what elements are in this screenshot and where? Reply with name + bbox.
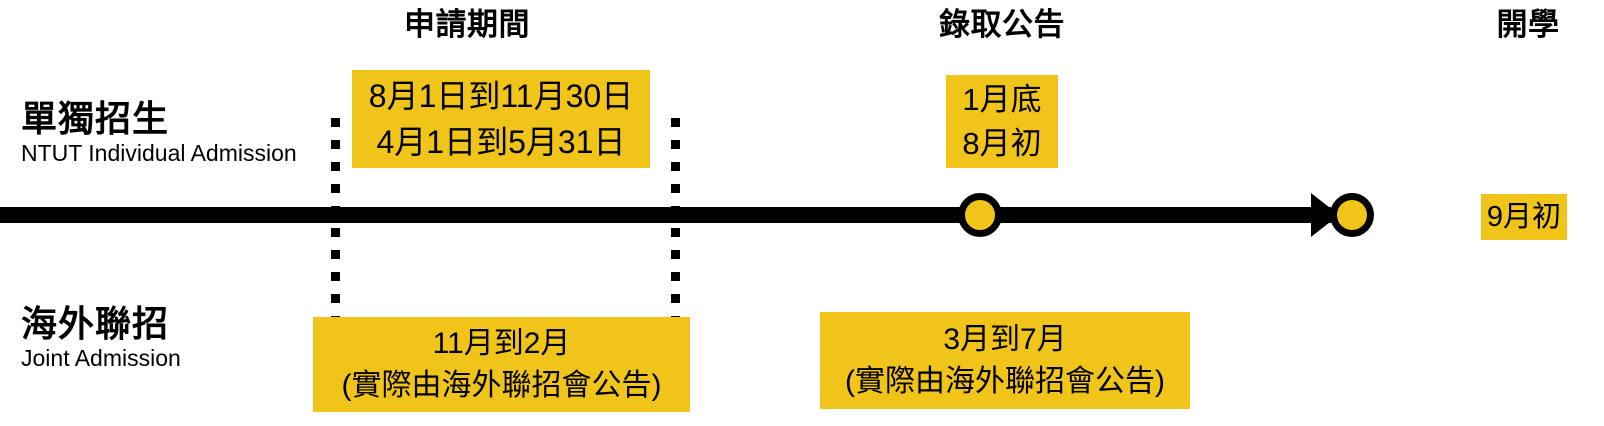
callout-line-2: (實際由海外聯招會公告) bbox=[341, 368, 662, 402]
column-header-admission-announcement: 錄取公告 bbox=[939, 7, 1065, 42]
column-header-application-period: 申請期間 bbox=[404, 7, 530, 42]
milestone-marker-admission-announcement bbox=[958, 193, 1002, 237]
row-label-individual-en: NTUT Individual Admission bbox=[21, 140, 297, 166]
callout-line-2: (實際由海外聯招會公告) bbox=[845, 364, 1165, 398]
callout-joint-announcement: 3月到7月 (實際由海外聯招會公告) bbox=[820, 312, 1190, 409]
row-label-joint-en: Joint Admission bbox=[21, 345, 181, 371]
row-label-joint-zh: 海外聯招 bbox=[21, 303, 170, 344]
callout-line-1: 3月到7月 bbox=[943, 322, 1067, 356]
column-header-school-start: 開學 bbox=[1496, 7, 1560, 42]
timeline-axis-line bbox=[0, 207, 1331, 223]
callout-joint-application-period: 11月到2月 (實際由海外聯招會公告) bbox=[313, 317, 690, 412]
callout-line-2: 4月1日到5月31日 bbox=[376, 124, 626, 160]
row-label-individual-zh: 單獨招生 bbox=[21, 98, 170, 139]
callout-line-1: 11月到2月 bbox=[432, 326, 571, 360]
row-label-individual-admission: 單獨招生 NTUT Individual Admission bbox=[21, 98, 297, 167]
callout-school-start: 9月初 bbox=[1481, 194, 1567, 240]
period-guide-end-dotted-line bbox=[671, 118, 680, 328]
callout-line-1: 9月初 bbox=[1486, 201, 1562, 233]
callout-line-1: 8月1日到11月30日 bbox=[368, 78, 634, 114]
row-label-joint-admission: 海外聯招 Joint Admission bbox=[21, 303, 181, 372]
callout-line-1: 1月底 bbox=[962, 81, 1042, 117]
period-guide-start-dotted-line bbox=[331, 118, 340, 328]
callout-line-2: 8月初 bbox=[962, 125, 1042, 161]
callout-individual-application-period: 8月1日到11月30日 4月1日到5月31日 bbox=[352, 70, 650, 168]
milestone-marker-school-start bbox=[1330, 193, 1374, 237]
callout-individual-announcement: 1月底 8月初 bbox=[946, 75, 1058, 168]
